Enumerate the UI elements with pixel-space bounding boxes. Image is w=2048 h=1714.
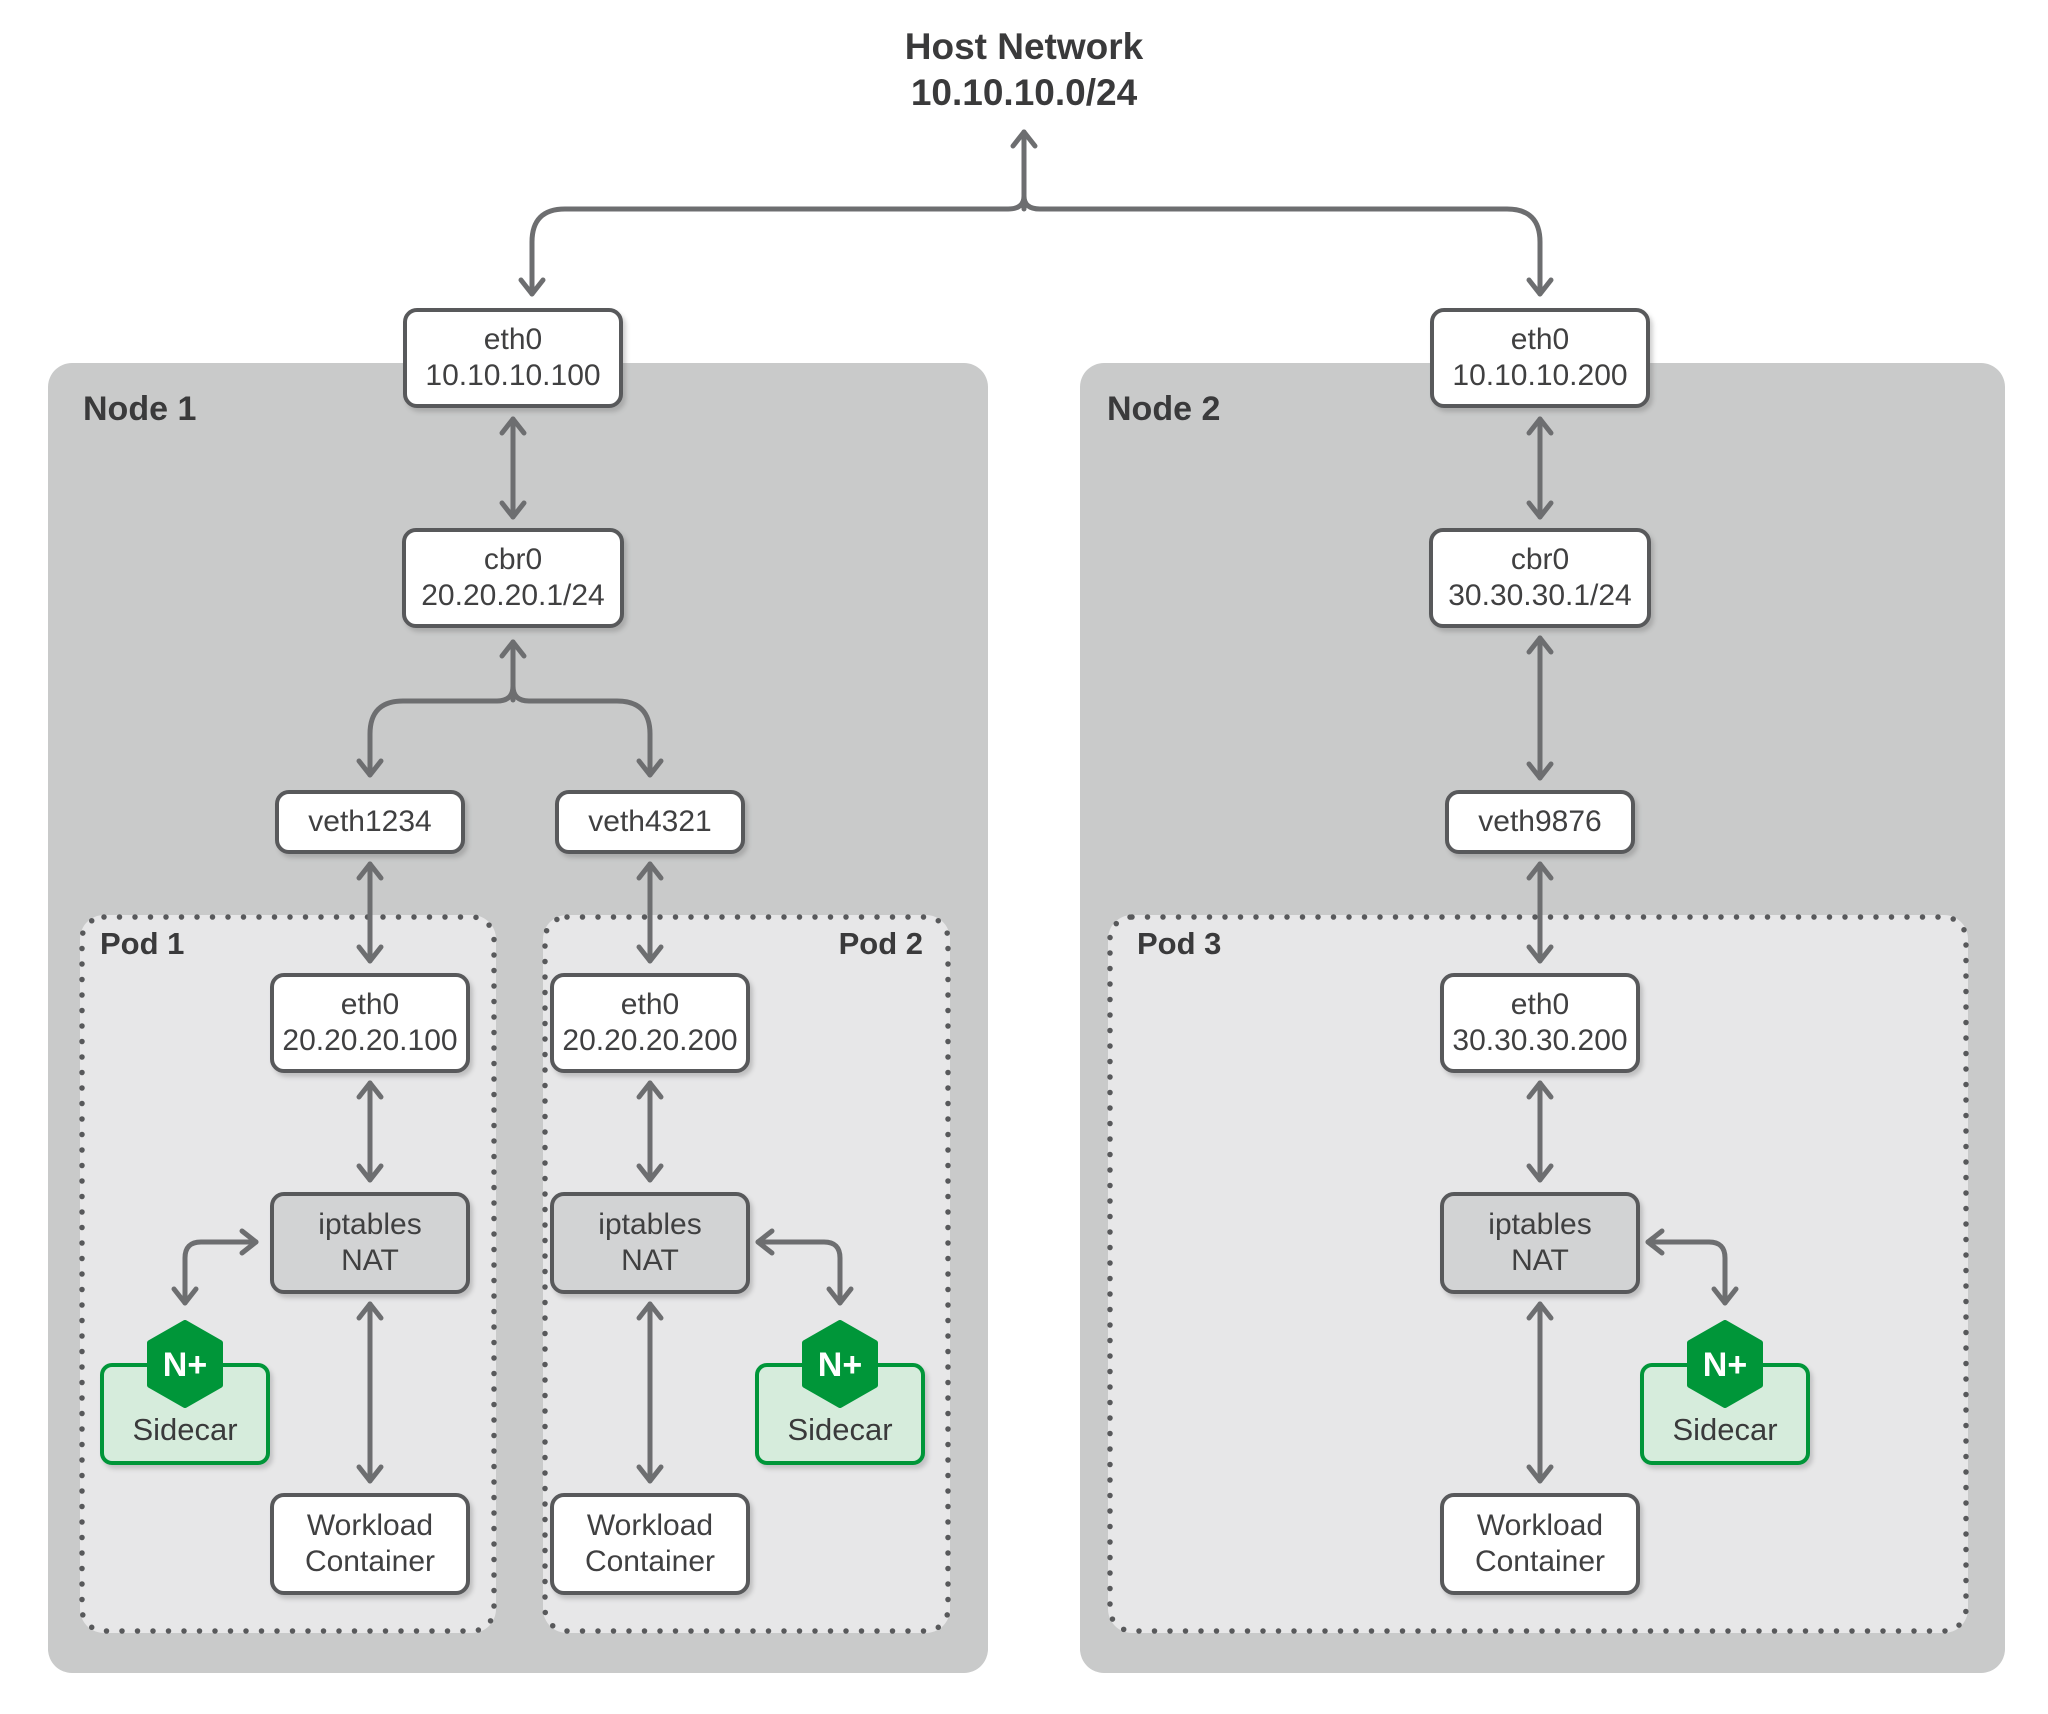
svg-text:N+: N+	[1703, 1346, 1747, 1384]
pod2-workload-container-box: Workload Container	[550, 1493, 750, 1595]
nat-line2: NAT	[1511, 1244, 1569, 1277]
nat-line1: iptables	[1488, 1208, 1592, 1241]
nat-line1: iptables	[598, 1208, 702, 1241]
pod1-label: Pod 1	[100, 926, 185, 961]
veth4321-box: veth4321	[555, 790, 745, 854]
pod1-iptables-nat-box: iptables NAT	[270, 1192, 470, 1294]
interface-ip: 30.30.30.200	[1452, 1024, 1628, 1057]
nat-line2: NAT	[621, 1244, 679, 1277]
pod3-iptables-nat-box: iptables NAT	[1440, 1192, 1640, 1294]
svg-text:N+: N+	[818, 1346, 862, 1384]
node2-cbr0-box: cbr0 30.30.30.1/24	[1429, 528, 1651, 628]
node2-label: Node 2	[1107, 390, 1221, 428]
pod2-label: Pod 2	[838, 926, 923, 961]
pod3-sidecar-box: Sidecar	[1640, 1363, 1810, 1465]
veth9876-box: veth9876	[1445, 790, 1635, 854]
arrow-host-to-node2-eth0	[1021, 193, 1554, 297]
interface-name: eth0	[1510, 988, 1570, 1021]
pod3-eth0-box: eth0 30.30.30.200	[1440, 973, 1640, 1073]
node2-eth0-box: eth0 10.10.10.200	[1430, 308, 1650, 408]
workload-line2: Container	[584, 1545, 716, 1578]
interface-ip: 20.20.20.200	[562, 1024, 738, 1057]
nat-line1: iptables	[318, 1208, 422, 1241]
node1-eth0-box: eth0 10.10.10.100	[403, 308, 623, 408]
bridge-cidr: 20.20.20.1/24	[421, 579, 605, 612]
nginx-plus-icon: N+	[802, 1320, 878, 1408]
sidecar-label: Sidecar	[787, 1412, 893, 1447]
interface-name: eth0	[483, 323, 543, 356]
nginx-plus-icon: N+	[147, 1320, 223, 1408]
pod3-workload-container-box: Workload Container	[1440, 1493, 1640, 1595]
node1-label: Node 1	[83, 390, 197, 428]
sidecar-label: Sidecar	[1672, 1412, 1778, 1447]
interface-ip: 10.10.10.200	[1452, 359, 1628, 392]
bridge-name: cbr0	[483, 543, 543, 576]
interface-name: eth0	[340, 988, 400, 1021]
pod3-label: Pod 3	[1137, 926, 1222, 961]
pod2-eth0-box: eth0 20.20.20.200	[550, 973, 750, 1073]
arrow-host-to-node1-eth0	[518, 193, 1027, 297]
nat-line2: NAT	[341, 1244, 399, 1277]
svg-text:N+: N+	[163, 1346, 207, 1384]
veth1234-box: veth1234	[275, 790, 465, 854]
interface-name: eth0	[620, 988, 680, 1021]
sidecar-label: Sidecar	[132, 1412, 238, 1447]
nginx-plus-icon: N+	[1687, 1320, 1763, 1408]
bridge-cidr: 30.30.30.1/24	[1448, 579, 1632, 612]
workload-line1: Workload	[586, 1509, 714, 1542]
host-network-cidr: 10.10.10.0/24	[910, 72, 1138, 113]
pod1-eth0-box: eth0 20.20.20.100	[270, 973, 470, 1073]
workload-line1: Workload	[1476, 1509, 1604, 1542]
workload-line2: Container	[304, 1545, 436, 1578]
pod1-workload-container-box: Workload Container	[270, 1493, 470, 1595]
veth-name: veth1234	[308, 805, 432, 838]
interface-ip: 10.10.10.100	[425, 359, 601, 392]
pod2-iptables-nat-box: iptables NAT	[550, 1192, 750, 1294]
veth-name: veth9876	[1478, 805, 1602, 838]
bridge-name: cbr0	[1510, 543, 1570, 576]
node1-cbr0-box: cbr0 20.20.20.1/24	[402, 528, 624, 628]
host-network-title: Host Network 10.10.10.0/24	[0, 24, 2048, 116]
workload-line2: Container	[1474, 1545, 1606, 1578]
interface-name: eth0	[1510, 323, 1570, 356]
host-network-name: Host Network	[904, 26, 1144, 67]
interface-ip: 20.20.20.100	[282, 1024, 458, 1057]
workload-line1: Workload	[306, 1509, 434, 1542]
veth-name: veth4321	[588, 805, 712, 838]
